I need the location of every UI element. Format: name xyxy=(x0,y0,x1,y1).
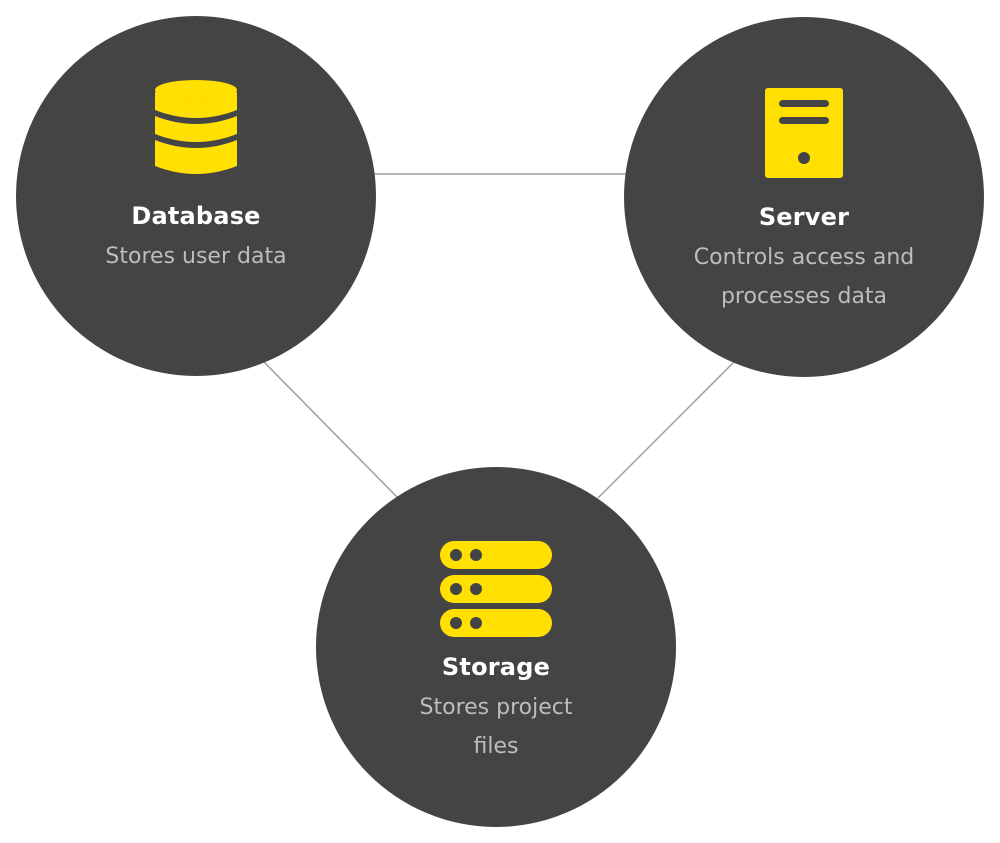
database-node: Database Stores user data xyxy=(16,16,376,376)
server-description: Controls access and processes data xyxy=(693,245,915,309)
storage-title: Storage xyxy=(441,653,551,681)
connector-database-storage xyxy=(263,361,399,499)
server-title: Server xyxy=(758,203,850,231)
server-icon xyxy=(765,88,843,182)
database-title: Database xyxy=(131,202,261,230)
server-node: Server Controls access and processes dat… xyxy=(624,17,984,377)
database-icon xyxy=(155,80,237,182)
storage-description: Stores project files xyxy=(419,695,573,759)
storage-node: Storage Stores project files xyxy=(316,467,676,827)
connector-server-storage xyxy=(597,361,735,499)
database-description: Stores user data xyxy=(105,244,287,269)
storage-icon xyxy=(440,541,552,641)
